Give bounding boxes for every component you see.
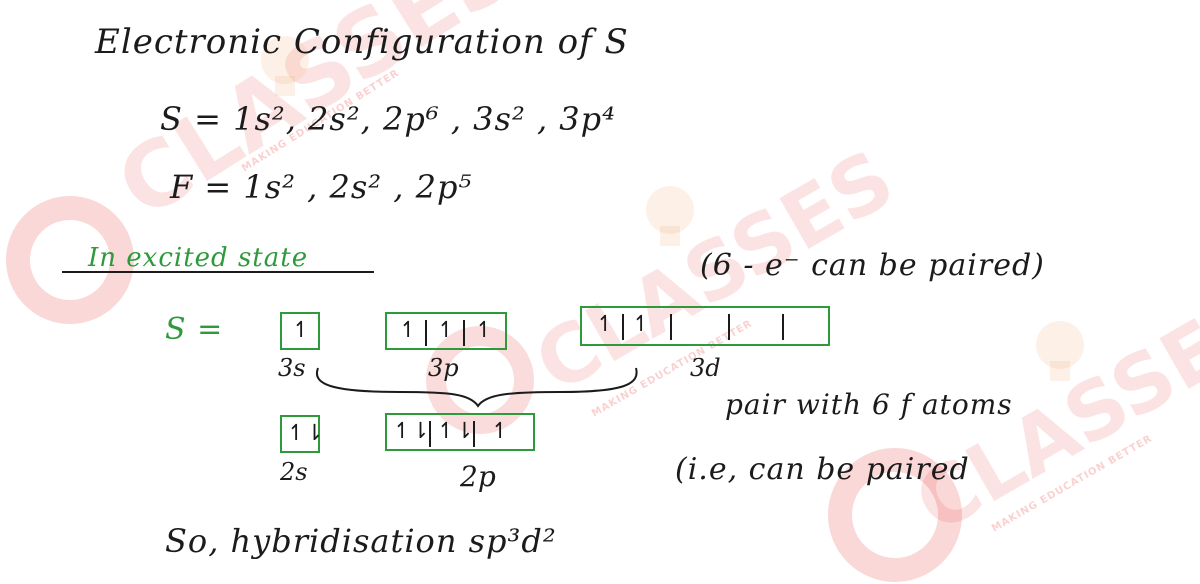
electron-arrow: ↿	[632, 312, 651, 337]
orbital-box-3p: ↿ ↿ ↿	[385, 312, 507, 350]
sulfur-configuration: S = 1s², 2s², 2p⁶ , 3s² , 3p⁴	[160, 100, 616, 138]
electron-arrow: ↿	[491, 419, 510, 444]
fluorine-configuration: F = 1s² , 2s² , 2p⁵	[170, 168, 473, 206]
electron-arrow: ↿	[292, 318, 311, 343]
orbital-box-3d: ↿ ↿	[580, 306, 830, 346]
cell-divider	[473, 421, 475, 447]
watermark-head-icon	[1030, 315, 1090, 389]
cell-divider	[429, 421, 431, 447]
orbital-label-3s: 3s	[278, 354, 306, 382]
electron-arrow: ↿	[399, 318, 418, 343]
orbital-label-2s: 2s	[280, 458, 308, 486]
sulfur-symbol: S =	[165, 312, 224, 347]
electron-arrow: ↿	[437, 318, 456, 343]
orbital-label-2p: 2p	[460, 460, 496, 493]
hybridisation-conclusion: So, hybridisation sp³d²	[165, 522, 557, 560]
heading-underline	[62, 271, 374, 273]
excited-state-heading: In excited state	[88, 243, 309, 273]
orbital-label-3p: 3p	[428, 354, 459, 382]
grouping-brace	[310, 362, 650, 416]
watermark-logo-left	[0, 190, 140, 330]
cell-divider	[670, 314, 672, 340]
cell-divider	[622, 314, 624, 340]
cell-divider	[782, 314, 784, 340]
electron-arrow: ↿⇂	[437, 419, 474, 444]
ie-note: (i.e, can be paired	[675, 452, 970, 487]
watermark-logo-right	[820, 440, 970, 584]
orbital-label-3d: 3d	[690, 354, 721, 382]
watermark-logo-center	[420, 320, 540, 440]
electron-arrow: ↿⇂	[287, 421, 324, 446]
paired-note: (6 - e⁻ can be paired)	[700, 248, 1045, 283]
orbital-box-3s: ↿	[280, 312, 320, 350]
watermark-head-icon	[255, 30, 315, 104]
orbital-box-2s: ↿⇂	[280, 415, 324, 453]
orbital-box-2p: ↿⇂ ↿⇂ ↿	[385, 413, 535, 451]
watermark-head-icon	[640, 180, 700, 254]
electron-arrow: ↿	[475, 318, 494, 343]
cell-divider	[728, 314, 730, 340]
cell-divider	[425, 320, 427, 346]
cell-divider	[463, 320, 465, 346]
title-line: Electronic Configuration of S	[95, 22, 629, 62]
electron-arrow: ↿	[596, 312, 615, 337]
electron-arrow: ↿⇂	[393, 419, 430, 444]
pair-with-f-note: pair with 6 f atoms	[725, 388, 1013, 421]
